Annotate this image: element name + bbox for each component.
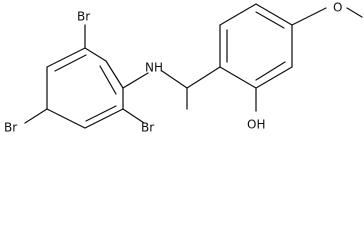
ring-bond — [219, 66, 257, 89]
c-o-methoxy-bond — [291, 7, 327, 26]
methoxy-oxygen-label: O — [333, 1, 342, 15]
c-br-bond-left — [24, 108, 48, 124]
bromine-label-top: Br — [77, 10, 90, 24]
methoxyphenol-ring — [219, 3, 363, 112]
ring-n-bond — [122, 72, 149, 89]
ring-inner-double-bond — [255, 61, 286, 81]
ring-bond — [105, 60, 124, 89]
ring-inner-double-bond — [85, 105, 117, 122]
chemical-structure-diagram: Br Br Br NH OH O — [4, 0, 363, 135]
ring-inner-double-bond — [54, 54, 87, 72]
ring-bond — [255, 66, 293, 89]
c-br-bond-right — [122, 108, 145, 124]
ring-inner-double-bond — [255, 11, 285, 29]
bromine-label-right: Br — [141, 121, 154, 135]
n-ch-bond — [161, 70, 188, 89]
o-methyl-bond — [346, 7, 363, 18]
ch-ring-bond — [186, 66, 221, 89]
ring-inner-double-bond — [99, 65, 117, 95]
tribromophenyl-ring — [24, 24, 145, 129]
molecule-drawing: Br Br Br NH OH O — [4, 1, 363, 135]
ring-bond — [46, 108, 86, 129]
hydroxyl-label: OH — [247, 118, 265, 132]
ring-bond — [84, 47, 107, 62]
ring-bond — [255, 3, 293, 26]
aminoethyl-linker — [122, 66, 221, 110]
bromine-label-left: Br — [4, 121, 17, 135]
ring-bond — [219, 3, 257, 26]
ring-bond — [84, 108, 124, 129]
amine-label: NH — [145, 61, 163, 75]
ring-bond — [46, 47, 86, 68]
